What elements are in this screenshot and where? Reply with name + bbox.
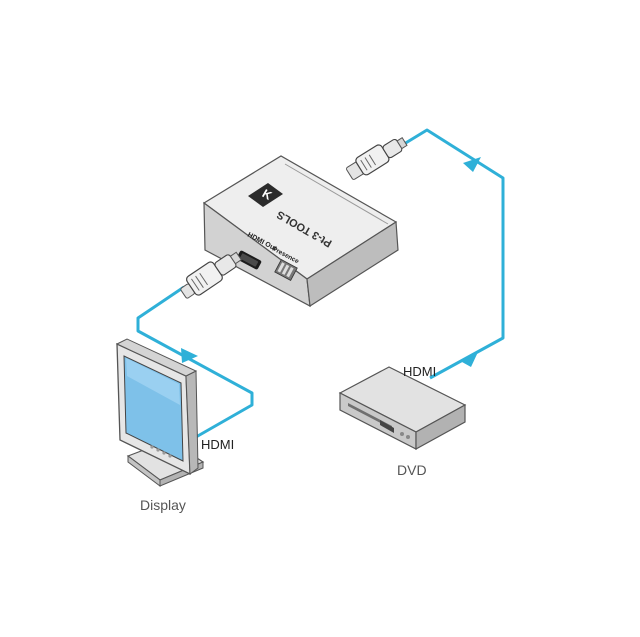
dvd-caption: DVD	[397, 462, 427, 478]
cable-dvd-to-device	[403, 128, 505, 380]
dip-switch	[274, 259, 298, 281]
display-caption: Display	[140, 497, 186, 513]
dvd-player-icon	[338, 366, 467, 451]
cable-label-dvd: HDMI	[403, 364, 436, 379]
monitor-icon	[115, 338, 205, 487]
monitor-buttons	[150, 445, 172, 458]
cable-label-display: HDMI	[201, 437, 234, 452]
cable-device-to-display	[136, 285, 254, 439]
arrow-icon	[463, 157, 481, 172]
hdmi-port	[236, 250, 262, 270]
arrow-icon	[181, 348, 198, 363]
arrow-icon	[462, 352, 478, 367]
hdmi-plug-icon	[346, 137, 408, 180]
hdmi-plug-icon	[180, 251, 242, 299]
brand-logo: K	[248, 183, 283, 207]
pt3-device: K Pt-3 TOOLS HDMI Out Presence	[202, 155, 399, 308]
